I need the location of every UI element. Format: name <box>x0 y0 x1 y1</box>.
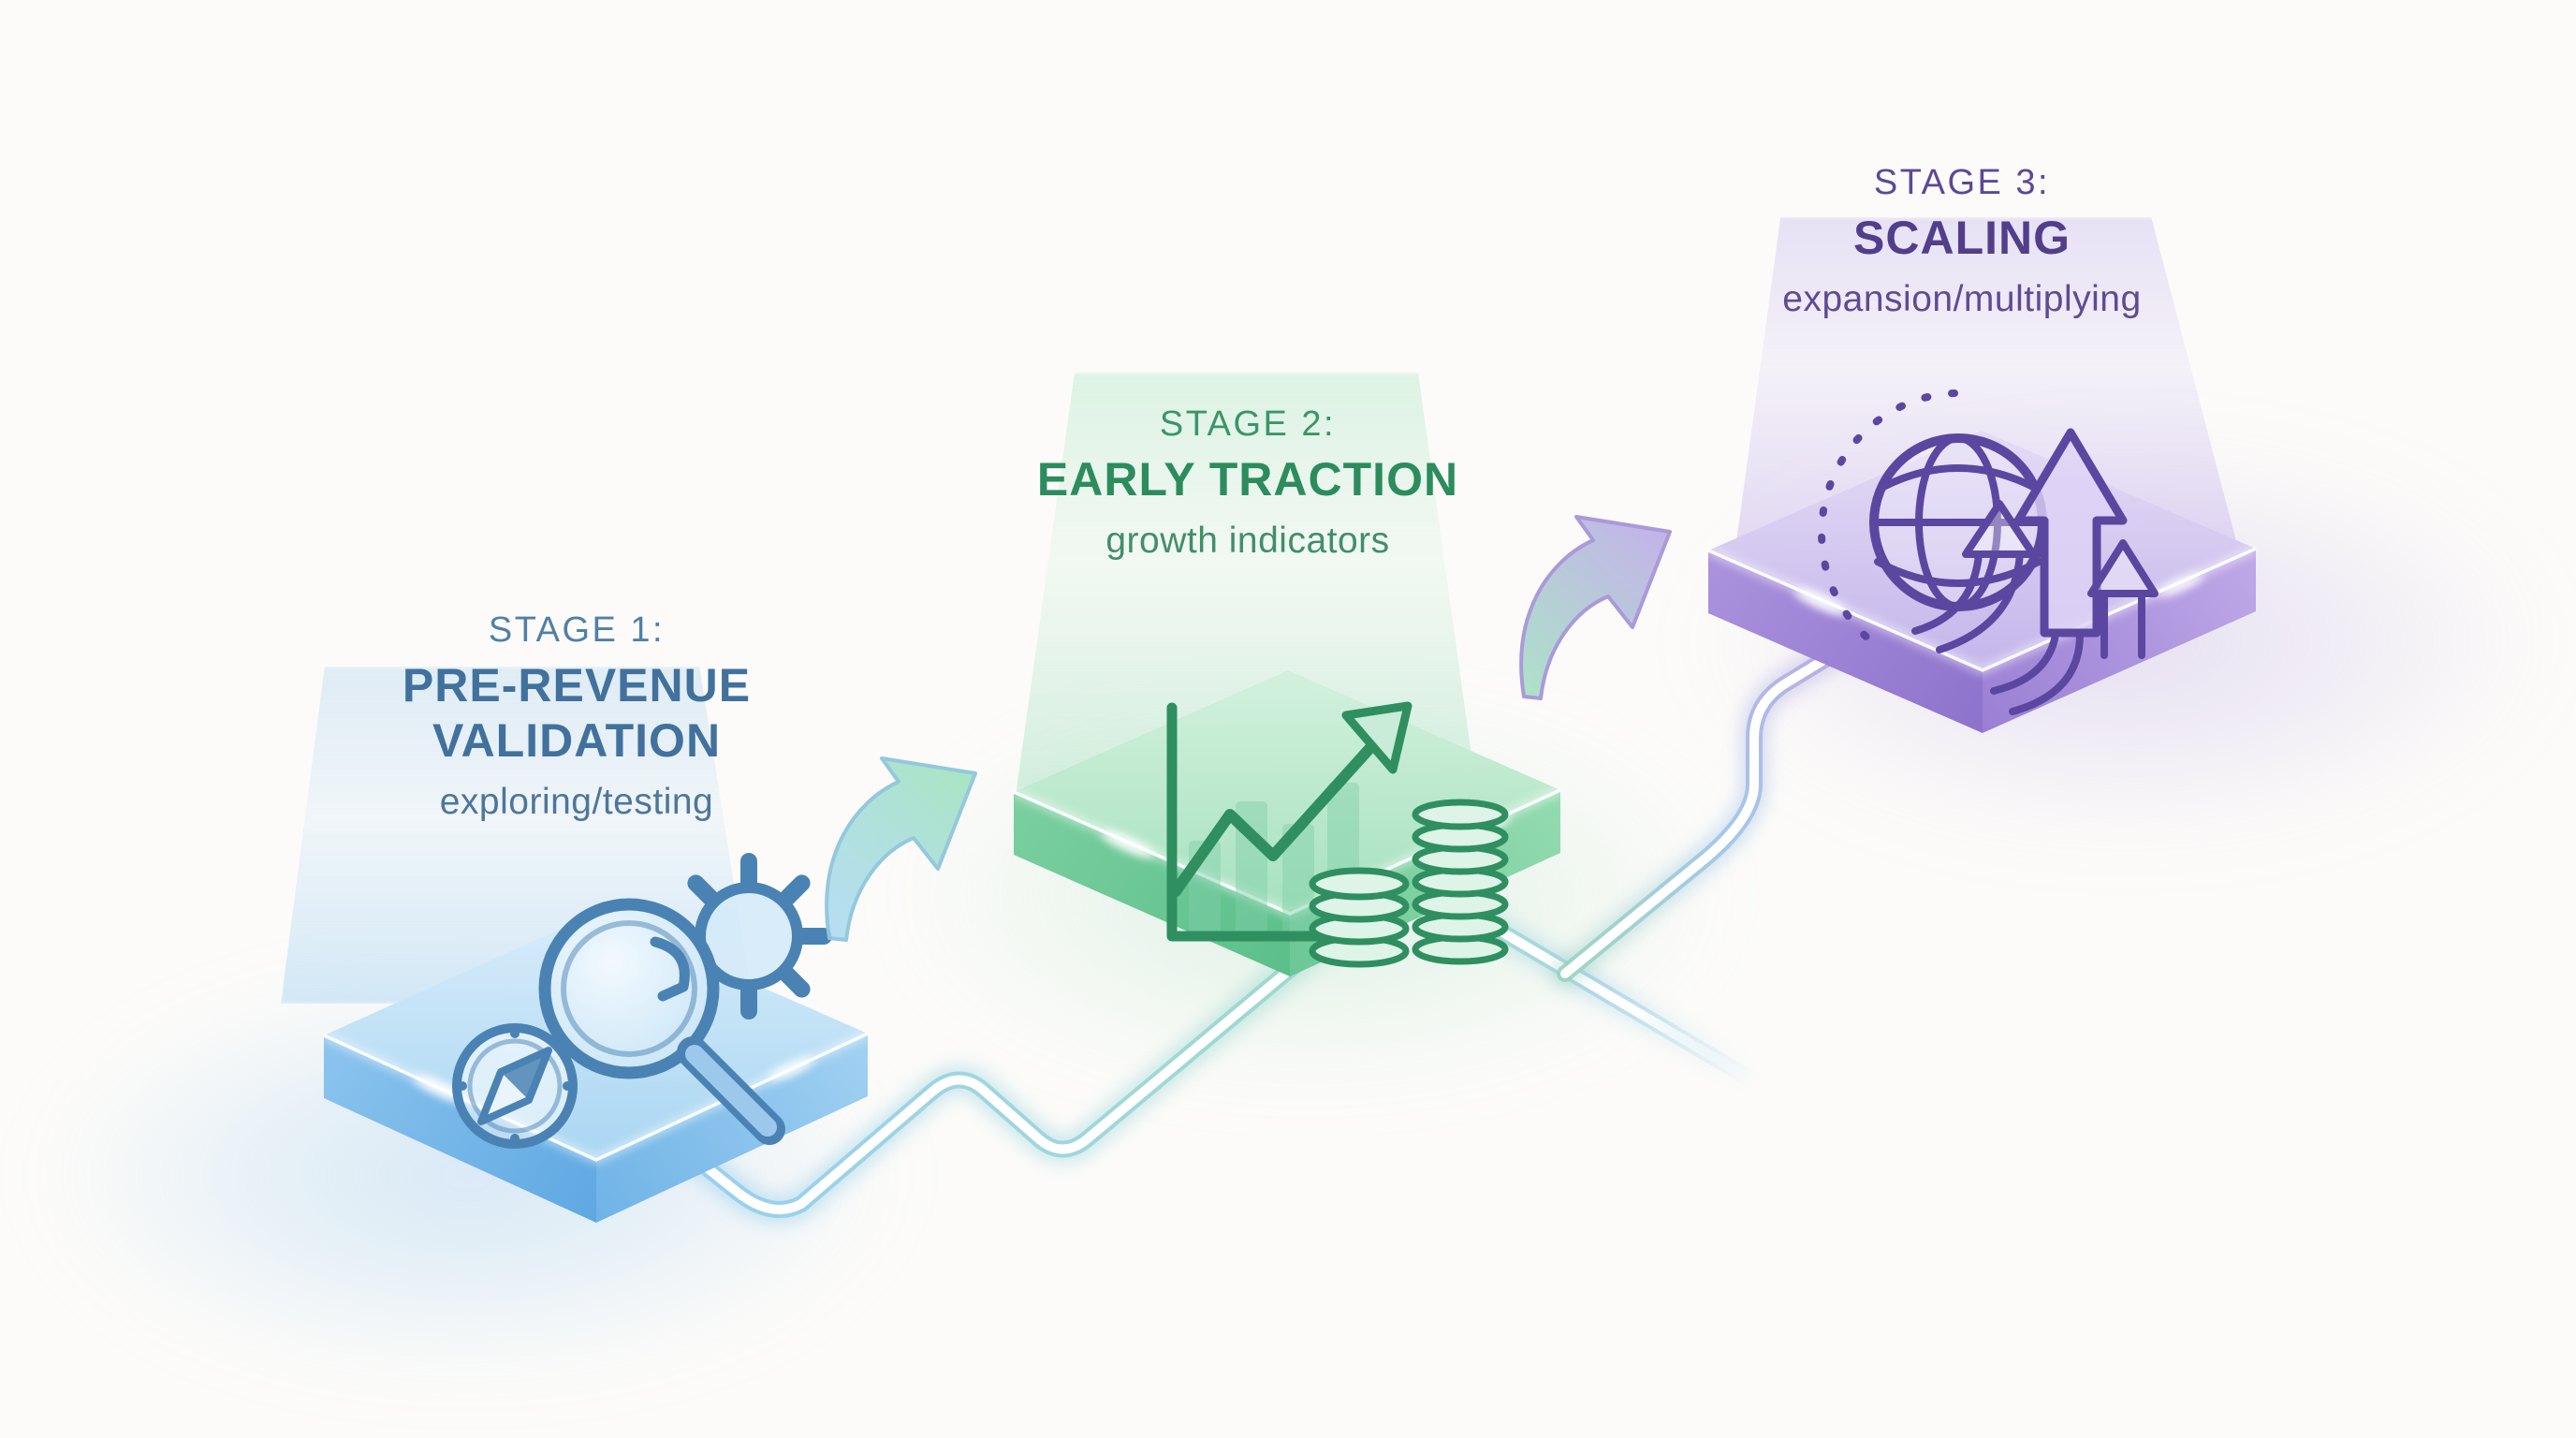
stage1-platform-right-face <box>596 1034 868 1223</box>
stage3-sparkle <box>1794 589 1847 615</box>
stage1-platform <box>322 853 870 1223</box>
stage3-sparkle-2 <box>2159 574 2203 596</box>
stage2-label: STAGE 2: <box>1159 404 1337 444</box>
stage2-subtitle: growth indicators <box>1105 521 1390 562</box>
stage3-title: SCALING <box>1853 212 2071 265</box>
stage1-subtitle: exploring/testing <box>439 782 714 823</box>
stage1-platform-left-face <box>324 1035 596 1223</box>
coin-stack-tall <box>1412 799 1509 965</box>
stage1-sparkle-2 <box>768 1058 813 1080</box>
connector-arrows <box>825 515 1672 942</box>
stage2-platform-left-face <box>1014 792 1290 976</box>
arrow-stage2-to-stage3 <box>1519 515 1672 700</box>
arrow-stage1-to-stage2 <box>825 756 977 942</box>
stage2-platform <box>1012 670 1562 976</box>
stage2-text-block: STAGE 2: EARLY TRACTION growth indicator… <box>958 401 1538 562</box>
road-segment-to-stage3 <box>1551 639 1849 988</box>
milestone-road <box>674 639 1849 1225</box>
small-arrow-left-tail-1 <box>1911 550 1983 635</box>
stage1-text-block: STAGE 1: PRE-REVENUE VALIDATION explorin… <box>286 607 867 823</box>
stage3-platform-right-face <box>1983 549 2256 733</box>
chart-bar-3 <box>1282 824 1314 934</box>
arrow-swoosh-2 <box>2009 631 2084 715</box>
trend-line <box>1170 736 1382 897</box>
small-up-arrow-right-head <box>2087 539 2159 597</box>
stage1-title: PRE-REVENUE VALIDATION <box>402 659 752 768</box>
stage2-title: EARLY TRACTION <box>1036 453 1459 506</box>
stage1-label: STAGE 1: <box>488 610 666 650</box>
coin-stack-short <box>1309 867 1410 968</box>
magnifier-handle-fill <box>685 1045 777 1137</box>
stage3-text-block: STAGE 3: SCALING expansion/multiplying <box>1672 159 2252 320</box>
stage3-subtitle: expansion/multiplying <box>1782 279 2142 320</box>
stage3-platform-left-face <box>1708 550 1983 733</box>
small-arrow-left-tail-2 <box>1936 550 2024 653</box>
arrow-swoosh-1 <box>1990 631 2059 695</box>
compass-icon <box>452 1023 578 1149</box>
compass-needle-half <box>501 1050 549 1100</box>
road-segment-to-stage3-core <box>1560 649 1839 978</box>
road-segment-main-core <box>684 854 1427 1214</box>
stage3-label: STAGE 3: <box>1873 163 2051 202</box>
stage2-sparkle <box>1102 831 1154 858</box>
